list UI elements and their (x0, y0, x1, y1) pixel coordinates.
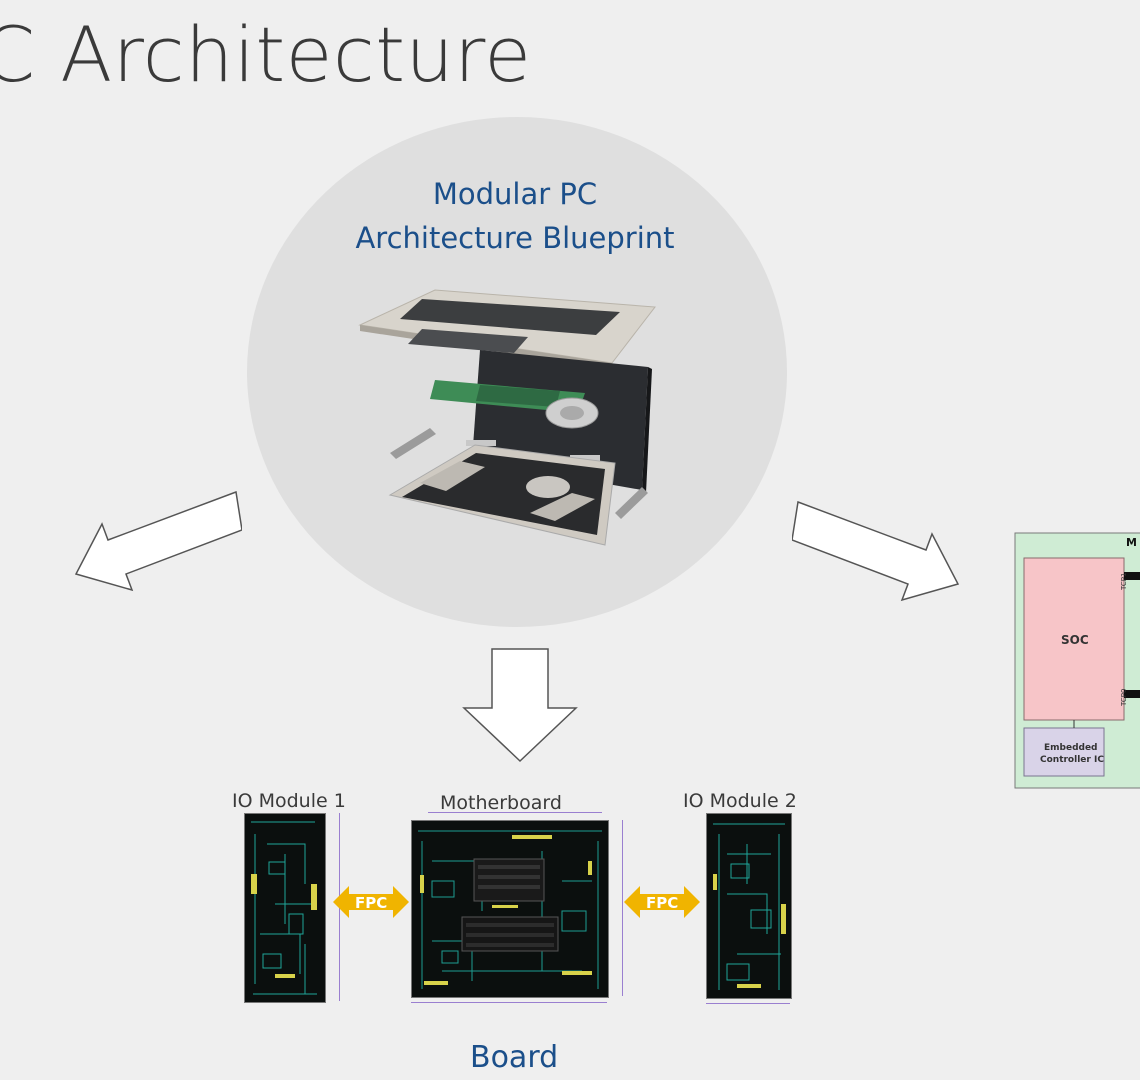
io-module-1-board-image (244, 813, 326, 1003)
system-block-diagram: M SOC Embedded Controller IC TCP1 TCP0 (1014, 532, 1140, 789)
tcp1-label: TCP1 (1120, 573, 1128, 591)
io-module-1-label: IO Module 1 (232, 790, 346, 812)
arrow-right-icon (792, 500, 960, 602)
io-module-2-board-image (706, 813, 792, 999)
arrow-left-icon (74, 490, 242, 592)
blueprint-heading: Modular PC Architecture Blueprint (300, 172, 730, 260)
motherboard-label: Motherboard (440, 792, 562, 814)
io-module-2-label: IO Module 2 (683, 790, 797, 812)
exploded-laptop-image (358, 289, 656, 546)
io2-dimension-line (706, 999, 790, 1004)
embedded-label-line2: Controller IC (1040, 755, 1104, 765)
motherboard-height-line (614, 820, 623, 996)
tcp0-label: TCP0 (1120, 689, 1128, 707)
blueprint-heading-line1: Modular PC (432, 177, 598, 211)
board-section-label: Board (470, 1040, 559, 1075)
motherboard-bottom-line (411, 998, 607, 1003)
motherboard-image (411, 820, 609, 998)
svg-text:M: M (1126, 536, 1137, 549)
arrow-down-icon (462, 648, 578, 763)
motherboard-width-line (428, 812, 602, 819)
embedded-label-line1: Embedded (1044, 743, 1098, 753)
fpc-right-label: FPC (646, 894, 678, 912)
fpc-left-label: FPC (355, 894, 387, 912)
fpc-right-connector-arrow: FPC (624, 886, 700, 918)
page-title: C Architecture (0, 10, 532, 99)
fpc-left-connector-arrow: FPC (333, 886, 409, 918)
blueprint-heading-line2: Architecture Blueprint (355, 221, 675, 255)
soc-label: SOC (1061, 633, 1089, 647)
